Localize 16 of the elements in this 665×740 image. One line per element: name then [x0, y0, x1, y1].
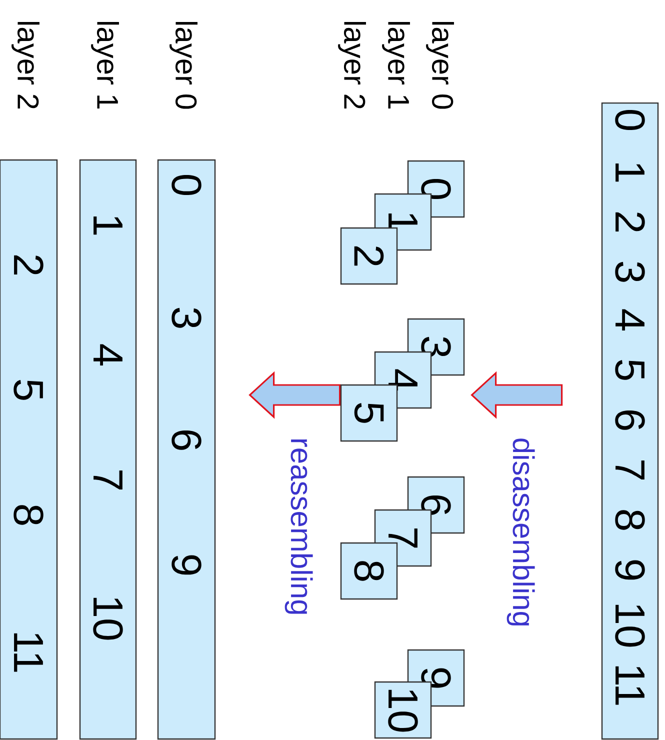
layer-bar: 0 1 2 3 4 5 6 7 8 9 10 11: [601, 102, 659, 740]
node-label: layer 0: [170, 22, 198, 109]
element-box: 8: [340, 542, 398, 600]
block-arrow: [248, 371, 341, 419]
node-label: layer 1: [91, 22, 119, 109]
layer-label: layer 0: [426, 22, 454, 109]
edge-label: reassembling: [284, 439, 313, 614]
node-label: layer 2: [12, 22, 40, 108]
edge-label: disassembling: [506, 438, 535, 626]
layer-bar: 2 5 8 11 layer 2: [0, 22, 58, 740]
element-box: 2: [340, 227, 398, 285]
layer-label: layer 2: [338, 22, 366, 108]
layer-label: layer 1: [382, 22, 410, 109]
block-arrow: [470, 371, 563, 419]
layer-bar: 0 3 6 9 layer 0: [157, 22, 216, 740]
layer-bar: 1 4 7 10 layer 1: [79, 22, 137, 740]
